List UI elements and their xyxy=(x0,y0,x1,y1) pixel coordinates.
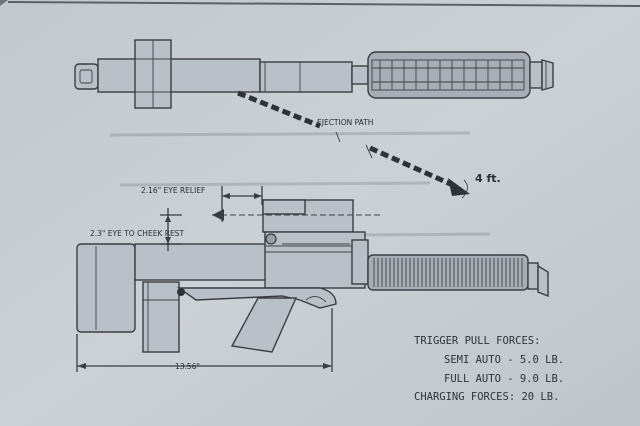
length-label: 13.56" xyxy=(175,362,200,371)
ejection-path xyxy=(237,90,470,199)
specs-title: TRIGGER PULL FORCES: xyxy=(414,335,540,347)
eye-relief-dimension xyxy=(212,186,380,222)
side-muzzle xyxy=(527,262,539,290)
eye-cheek-label: 2.3" EYE TO CHEEK REST xyxy=(90,229,184,238)
length-dimension xyxy=(76,308,333,372)
top-sling-loop xyxy=(74,63,99,90)
ejection-arrow-head xyxy=(448,178,470,196)
ejection-path-label: EJECTION PATH xyxy=(317,118,373,127)
specs-semi: SEMI AUTO - 5.0 LB. xyxy=(444,354,564,366)
eye-relief-label: 2.16" EYE RELIEF xyxy=(141,186,205,195)
paper-edge xyxy=(7,1,640,7)
side-handguard-ribs xyxy=(373,258,523,287)
top-barrel-block xyxy=(351,65,369,85)
top-muzzle xyxy=(529,61,543,89)
top-view-rifle xyxy=(74,39,554,109)
side-stock-body xyxy=(134,243,268,281)
side-buttstock xyxy=(76,243,136,333)
side-selector xyxy=(177,288,185,296)
specs-block: TRIGGER PULL FORCES: SEMI AUTO - 5.0 LB.… xyxy=(414,335,564,403)
top-handguard-ribs xyxy=(379,60,513,90)
top-receiver xyxy=(97,58,261,93)
side-receiver xyxy=(264,231,366,289)
eye-marker xyxy=(212,209,224,221)
side-pistol-grip xyxy=(230,297,298,353)
side-magazine xyxy=(142,281,180,353)
specs-charging: CHARGING FORCES: 20 LB. xyxy=(414,391,559,403)
specs-full: FULL AUTO - 9.0 LB. xyxy=(444,373,564,385)
ejection-distance-label: 4 ft. xyxy=(475,172,501,185)
top-ejection-section xyxy=(259,61,353,93)
side-view-rifle xyxy=(76,199,549,353)
side-handguard xyxy=(367,254,529,291)
eye-cheek-dimension xyxy=(160,208,182,251)
side-charging-knob xyxy=(265,233,277,245)
